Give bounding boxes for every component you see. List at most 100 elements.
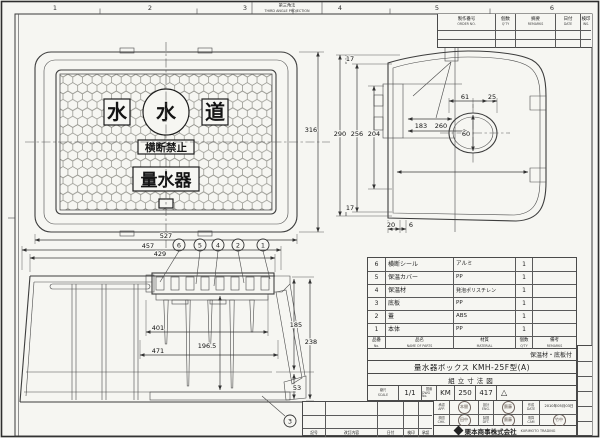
part-remarks bbox=[532, 323, 576, 336]
dim-side-204: 204 bbox=[368, 130, 380, 138]
remarks-label-en: REMARKS bbox=[527, 22, 544, 27]
parts-header-qty: 個数 Q'TY bbox=[515, 336, 532, 350]
scale-value: 1/1 bbox=[398, 386, 421, 400]
lid-kanji-box-right bbox=[201, 98, 229, 126]
lid-kanji-right: 道 bbox=[205, 100, 225, 124]
part-name: 蓋 bbox=[385, 310, 453, 323]
approval-block: 承認 APP. 本間 設計 ENG. 齋藤 作成 DATE 2010年05月03… bbox=[433, 401, 578, 427]
company-name-jp: 栗本商事株式会社 bbox=[464, 427, 517, 436]
dim-side-61: 61 bbox=[461, 93, 469, 101]
order-col-qty: 個数 Q'TY bbox=[495, 14, 515, 30]
order-col-remarks: 摘要 REMARKS bbox=[515, 14, 555, 30]
draft-stamp: 齋藤 bbox=[501, 414, 515, 426]
product-name-row: 量水器ボックス KMH-25F型(A) bbox=[367, 361, 577, 374]
part-remarks bbox=[532, 258, 576, 271]
order-empty-cell bbox=[438, 39, 495, 48]
part-no: 6 bbox=[374, 260, 379, 268]
part-remarks bbox=[532, 297, 576, 310]
approve-stamp-cell: 本間 bbox=[449, 401, 478, 414]
design-stamp: 齋藤 bbox=[501, 401, 515, 414]
dim-side-60: 60 bbox=[462, 130, 470, 138]
dim-section-429: 429 bbox=[154, 250, 166, 258]
order-table: 製作番号 ORDER NO. 個数 Q'TY 摘要 REMARKS 日付 DAT… bbox=[437, 14, 592, 48]
left-ribs bbox=[71, 284, 139, 400]
projection-label-en: THIRD ANGLE PROJECTION bbox=[263, 9, 310, 13]
qty-label-jp: 個数 bbox=[501, 16, 510, 22]
parts-header-name: 品名 NAME OF PARTS bbox=[385, 336, 453, 350]
lid-kanji-left: 水 bbox=[107, 100, 128, 124]
rev-header-check: 検印 bbox=[403, 428, 418, 437]
dim-plan-width: 527 bbox=[160, 232, 172, 240]
dim-side-290: 290 bbox=[334, 130, 346, 138]
part-remarks bbox=[532, 271, 576, 284]
check-label: 検図 CHK. bbox=[434, 413, 449, 427]
part-no: 2 bbox=[368, 310, 385, 323]
revision-strip: 記号 改訂内容 日付 検印 承認 bbox=[302, 401, 433, 437]
cam-label: 電算 CAM bbox=[522, 413, 539, 426]
product-name: 量水器ボックス KMH-25F型(A) bbox=[413, 362, 531, 372]
hanging-ribs bbox=[163, 299, 255, 389]
side-section-view: 183 260 61 25 60 290 256 204 17 17 bbox=[333, 43, 547, 233]
part-name: 底板 bbox=[385, 297, 453, 310]
balloon-1: 1 bbox=[261, 242, 265, 250]
part-no: 5 bbox=[368, 271, 385, 284]
balloon-3: 3 bbox=[288, 418, 292, 426]
parts-header-remarks: 備考 REMARKS bbox=[532, 336, 576, 350]
balloon-5: 5 bbox=[198, 242, 202, 250]
date-label-en: DATE bbox=[563, 22, 573, 27]
part-qty: 1 bbox=[515, 271, 532, 284]
zone-2: 2 bbox=[148, 4, 152, 12]
dim-side-17-top: 17 bbox=[346, 55, 354, 63]
part-qty: 1 bbox=[515, 297, 532, 310]
part-remarks bbox=[532, 284, 576, 297]
design-stamp-cell: 齋藤 bbox=[493, 401, 522, 414]
part-qty: 1 bbox=[515, 284, 532, 297]
zone-numbers: 1 2 3 4 5 6 第三角法 THIRD ANGLE PROJECTION bbox=[53, 2, 554, 14]
part-no: 4 bbox=[368, 284, 385, 297]
zone-4: 4 bbox=[338, 4, 342, 12]
draft-label: 製図 DFT. bbox=[478, 413, 493, 426]
part-no: 1 bbox=[368, 323, 385, 336]
part-qty: 1 bbox=[515, 310, 532, 323]
order-no-label-en: ORDER NO. bbox=[457, 22, 476, 27]
rev-header-sym: 記号 bbox=[303, 428, 325, 437]
part-material: PP bbox=[453, 297, 515, 310]
dim-side-256: 256 bbox=[351, 130, 363, 138]
order-col-ins: 検印 INS. bbox=[580, 14, 591, 30]
cam-stamp: 竹中 bbox=[552, 414, 566, 426]
lid-band-slots bbox=[155, 276, 270, 291]
company-name-en: KURIMOTO TRADING bbox=[520, 428, 556, 433]
dwg-code-2: 250 bbox=[454, 386, 475, 400]
zone-3: 3 bbox=[243, 4, 247, 12]
created-label: 作成 DATE bbox=[522, 401, 539, 414]
part-name: 保温材 bbox=[385, 284, 453, 297]
scale-label: 縮尺 SCALE bbox=[377, 388, 389, 397]
ins-label-jp: 検印 bbox=[581, 16, 591, 22]
dim-section-185: 185 bbox=[290, 321, 302, 329]
approve-label: 承認 APP. bbox=[438, 402, 445, 411]
cam-stamp-cell: 竹中 bbox=[539, 413, 578, 426]
dim-section-53: 53 bbox=[293, 384, 301, 392]
dim-side-25: 25 bbox=[488, 93, 496, 101]
order-empty-cell bbox=[438, 30, 495, 39]
check-stamp: 田中 bbox=[457, 414, 471, 426]
balloon-4: 4 bbox=[216, 242, 220, 250]
projection-label-jp: 第三角法 bbox=[279, 2, 296, 9]
long-section-view: 6 5 4 2 1 3 457 429 401 471 196.5 bbox=[19, 238, 318, 428]
dim-section-401: 401 bbox=[152, 324, 164, 332]
dwg-code-3: 417 bbox=[475, 386, 496, 400]
meter-text: 量水器 bbox=[141, 170, 193, 191]
spec-note: 保温材・底板付 bbox=[529, 352, 572, 359]
part-material: PP bbox=[453, 323, 515, 336]
dim-section-238: 238 bbox=[305, 338, 317, 346]
rev-header-appr: 承認 bbox=[418, 428, 432, 437]
order-col-date: 日付 DATE bbox=[555, 14, 580, 30]
rev-header-desc: 改訂内容 bbox=[325, 428, 377, 437]
order-no-label-jp: 製作番号 bbox=[457, 16, 476, 22]
part-material: アルミ bbox=[453, 258, 515, 271]
drawing-type: 組立寸法図 bbox=[448, 376, 496, 385]
balloon-callouts: 6 5 4 2 1 3 bbox=[159, 238, 297, 428]
